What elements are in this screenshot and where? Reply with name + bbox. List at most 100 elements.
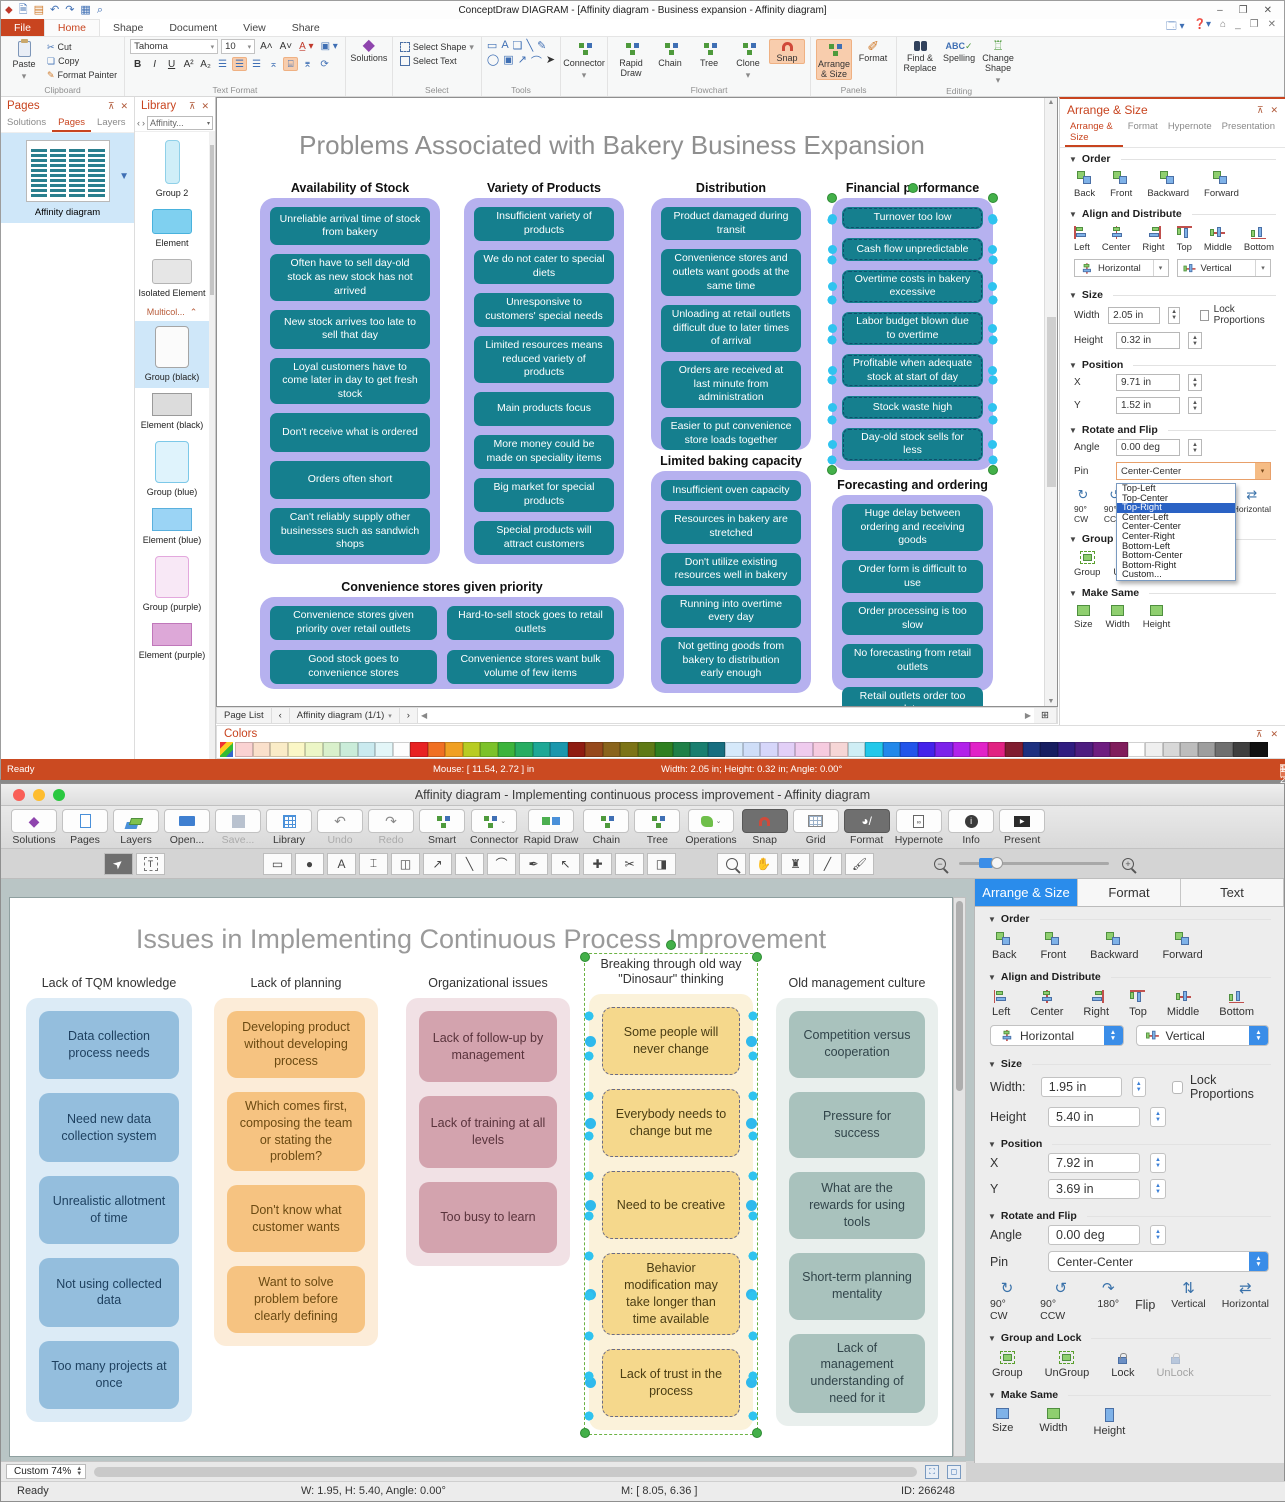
color-swatch[interactable] <box>532 742 550 757</box>
callout-tool[interactable]: ◫ <box>391 852 420 875</box>
panel-tab-arrange[interactable]: Arrange & Size <box>975 879 1078 906</box>
make-same-size-button[interactable]: Size <box>1074 605 1092 630</box>
format-panel-button[interactable]: ✐Format <box>858 38 888 63</box>
make-same-width-button[interactable]: Width <box>1105 605 1130 630</box>
affinity-card[interactable]: Too many projects at once <box>39 1340 179 1410</box>
valign-bottom-icon[interactable]: ⌆ <box>303 58 312 70</box>
save-icon[interactable]: ▦ <box>80 3 91 16</box>
mac-minimize-button[interactable] <box>33 788 45 801</box>
ellipse-tool[interactable]: ● <box>295 852 324 875</box>
ungroup-button[interactable]: UnGroup <box>1045 1351 1089 1379</box>
spelling-button[interactable]: ABC✓Spelling <box>943 41 976 63</box>
affinity-group[interactable]: Huge delay between ordering and receivin… <box>832 495 993 706</box>
width-stepper[interactable]: ▲▼ <box>1168 306 1180 324</box>
align-right-button[interactable]: Right <box>1142 226 1165 253</box>
group-header[interactable]: Breaking through old way "Dinosaur" thin… <box>600 956 742 987</box>
rapid-draw-button[interactable]: Rapid Draw <box>613 39 649 78</box>
y-input[interactable]: 1.52 in <box>1116 397 1180 414</box>
color-swatch[interactable] <box>1040 742 1058 757</box>
group-header[interactable]: Forecasting and ordering <box>837 478 988 492</box>
order-front-button[interactable]: Front <box>1110 171 1132 199</box>
color-swatch[interactable] <box>1197 742 1215 757</box>
split-tool[interactable]: ✂ <box>615 852 644 875</box>
color-swatch[interactable] <box>340 742 358 757</box>
distribute-horizontal-select[interactable]: Horizontal▲▼ <box>990 1025 1124 1046</box>
brush-tool[interactable]: 🖌 <box>845 852 874 875</box>
color-swatch[interactable] <box>1127 742 1145 757</box>
color-swatch[interactable] <box>480 742 498 757</box>
library-back-icon[interactable]: ‹ <box>137 118 140 128</box>
toolbar-library[interactable]: Library <box>266 809 312 848</box>
align-center-button[interactable]: Center <box>1030 990 1063 1018</box>
eyedropper-tool[interactable]: ╱ <box>813 852 842 875</box>
image-tool-icon[interactable]: ▣ <box>503 54 514 66</box>
tab-shape[interactable]: Shape <box>112 21 144 34</box>
color-swatch[interactable] <box>375 742 393 757</box>
align-bottom-button[interactable]: Bottom <box>1244 226 1274 253</box>
color-swatch[interactable] <box>690 742 708 757</box>
color-swatch[interactable] <box>515 742 533 757</box>
pages-tab-pages[interactable]: Pages <box>52 115 92 132</box>
canvas-vscrollbar[interactable]: ▲▼ <box>1044 98 1057 706</box>
color-swatch[interactable] <box>287 742 305 757</box>
rotate-90ccw-button[interactable]: ↺90° CCW <box>1103 487 1125 524</box>
arrow-tool-icon[interactable]: ↗ <box>517 54 527 66</box>
make-same-height-button[interactable]: Height <box>1143 605 1170 630</box>
panel-tab-arrange[interactable]: Arrange & Size <box>1065 119 1123 147</box>
affinity-card[interactable]: Short-term planning mentality <box>789 1252 925 1320</box>
current-page-select[interactable]: Affinity diagram (1/1)▾ <box>290 708 400 723</box>
library-item-element-black[interactable]: Element (black) <box>135 388 209 436</box>
affinity-group[interactable]: Developing product without developing pr… <box>214 998 378 1346</box>
group-header[interactable]: Lack of TQM knowledge <box>41 976 177 991</box>
color-swatch[interactable] <box>270 742 288 757</box>
cut-button[interactable]: ✂Cut <box>47 42 72 52</box>
color-swatch[interactable] <box>672 742 690 757</box>
find-replace-button[interactable]: Find & Replace <box>902 39 938 73</box>
distribute-vertical-select[interactable]: Vertical▲▼ <box>1135 1025 1269 1046</box>
align-top-button[interactable]: Top <box>1129 990 1147 1018</box>
zoom-slider[interactable] <box>1280 764 1285 766</box>
affinity-card[interactable]: Lack of training at all levels <box>419 1096 557 1168</box>
add-node-tool[interactable]: ✚ <box>583 852 612 875</box>
affinity-card[interactable]: Not using collected data <box>39 1258 179 1327</box>
rectangle-tool-icon[interactable]: ▭ <box>486 40 498 52</box>
win-canvas[interactable]: Problems Associated with Bakery Business… <box>216 97 1058 707</box>
color-swatch[interactable] <box>392 742 410 757</box>
tree-button[interactable]: Tree <box>691 39 727 68</box>
toolbar-redo[interactable]: ↷Redo <box>368 809 414 848</box>
rotation-handle[interactable] <box>666 940 676 950</box>
affinity-card[interactable]: Product damaged during transit <box>661 207 801 241</box>
valign-middle-icon[interactable]: ⌸ <box>283 57 299 71</box>
snap-button[interactable]: Snap <box>769 39 806 64</box>
color-swatch[interactable] <box>1215 742 1233 757</box>
close-panel-icon[interactable]: ✕ <box>201 100 209 111</box>
library-forward-icon[interactable]: › <box>142 118 145 128</box>
color-swatch[interactable] <box>795 742 813 757</box>
color-swatch[interactable] <box>707 742 725 757</box>
color-swatch[interactable] <box>1075 742 1093 757</box>
pen-tool[interactable]: ✒ <box>519 852 548 875</box>
width-stepper[interactable]: ▲▼ <box>1131 1077 1146 1097</box>
group-button[interactable]: Group <box>1074 551 1100 578</box>
toolbar-snap[interactable]: Snap <box>741 809 788 848</box>
close-button[interactable]: ✕ <box>1263 4 1272 16</box>
pin-icon[interactable]: ⊼ <box>1256 104 1264 115</box>
affinity-card[interactable]: Convenience stores want bulk volume of f… <box>447 650 614 684</box>
restore-button[interactable]: ❐ <box>1238 4 1248 16</box>
color-swatch[interactable] <box>252 742 270 757</box>
group-header[interactable]: Availability of Stock <box>290 181 410 195</box>
page-actual-icon[interactable]: ◻ <box>947 1464 961 1479</box>
align-middle-button[interactable]: Middle <box>1204 226 1232 253</box>
library-item-group-blue[interactable]: Group (blue) <box>135 436 209 503</box>
order-backward-button[interactable]: Backward <box>1147 171 1189 199</box>
color-swatch[interactable] <box>900 742 918 757</box>
affinity-card[interactable]: What are the rewards for using tools <box>789 1172 925 1239</box>
x-stepper[interactable]: ▲▼ <box>1150 1153 1166 1173</box>
min-ribbon-icon[interactable]: _ <box>1235 19 1241 30</box>
new-file-icon[interactable]: 🗎 <box>18 3 28 16</box>
pin-icon[interactable]: ⊼ <box>188 100 196 111</box>
toolbar-save[interactable]: Save... <box>215 809 261 848</box>
